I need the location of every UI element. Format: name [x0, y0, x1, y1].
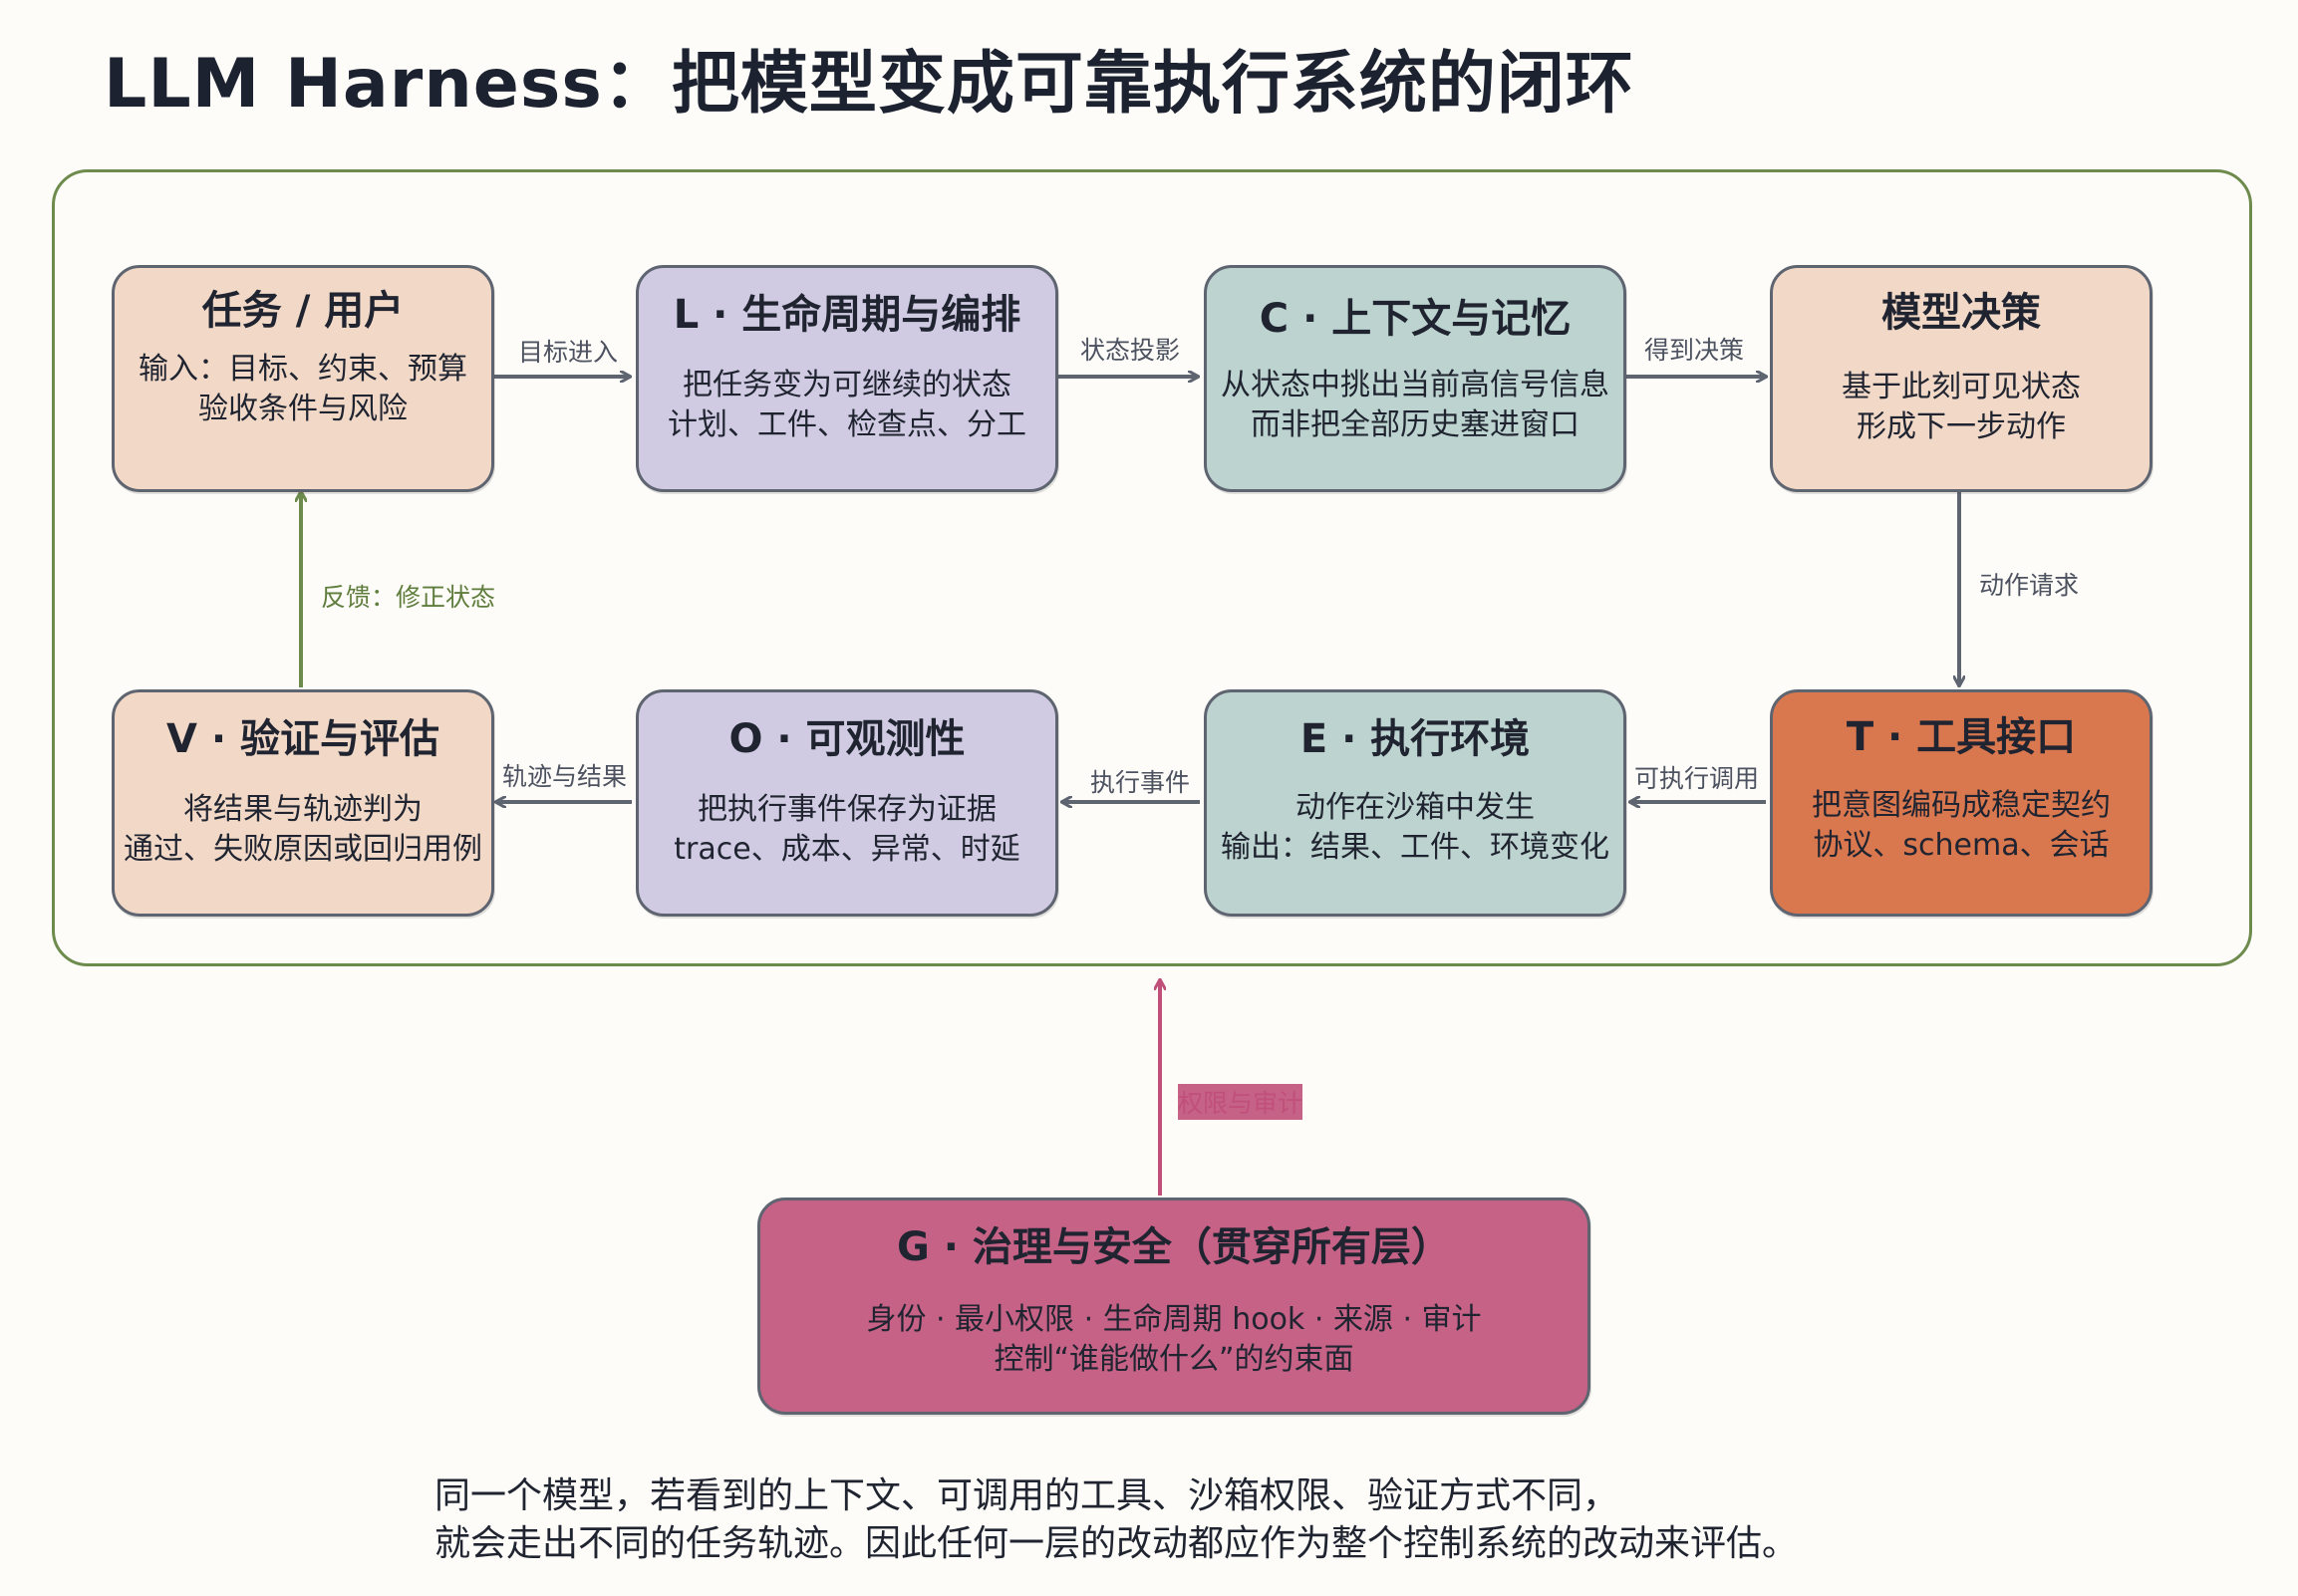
node-title: 模型决策: [1881, 290, 2041, 336]
node-task-user: 任务 / 用户 输入：目标、约束、预算 验收条件与风险: [112, 265, 494, 492]
edge-label-tools-to-exec: 可执行调用: [1634, 764, 1760, 793]
node-line: 协议、schema、会话: [1813, 827, 2110, 863]
harness-loop-frame: [52, 169, 2252, 966]
node-line: 形成下一步动作: [1857, 408, 2066, 444]
edge-label-observe-to-verify: 轨迹与结果: [502, 762, 628, 791]
node-line: 动作在沙箱中发生: [1295, 790, 1535, 825]
node-title: O · 可观测性: [728, 716, 966, 762]
node-line: 从状态中挑出当前高信号信息: [1221, 368, 1609, 402]
node-line: 计划、工件、检查点、分工: [668, 406, 1026, 442]
node-lifecycle: L · 生命周期与编排 把任务变为可继续的状态 计划、工件、检查点、分工: [636, 265, 1058, 492]
node-line: 验收条件与风险: [198, 391, 408, 426]
node-line: 将结果与轨迹判为: [183, 792, 423, 827]
node-title: L · 生命周期与编排: [673, 292, 1021, 338]
node-line: 输入：目标、约束、预算: [139, 352, 467, 387]
node-line: 控制“谁能做什么”的约束面: [994, 1341, 1354, 1377]
caption-line: 同一个模型，若看到的上下文、可调用的工具、沙箱权限、验证方式不同，: [434, 1475, 1619, 1516]
node-governance-security: G · 治理与安全（贯穿所有层） 身份 · 最小权限 · 生命周期 hook ·…: [757, 1197, 1590, 1415]
node-observability: O · 可观测性 把执行事件保存为证据 trace、成本、异常、时延: [636, 689, 1058, 917]
node-context-memory: C · 上下文与记忆 从状态中挑出当前高信号信息 而非把全部历史塞进窗口: [1204, 265, 1626, 492]
node-line: 身份 · 最小权限 · 生命周期 hook · 来源 · 审计: [866, 1302, 1482, 1337]
node-line: 把执行事件保存为证据: [698, 792, 997, 827]
node-model-decision: 模型决策 基于此刻可见状态 形成下一步动作: [1770, 265, 2153, 492]
edge-label-context-to-decision: 得到决策: [1644, 336, 1745, 365]
node-title: C · 上下文与记忆: [1259, 296, 1572, 342]
node-line: 把任务变为可继续的状态: [683, 368, 1011, 402]
node-verify-eval: V · 验证与评估 将结果与轨迹判为 通过、失败原因或回归用例: [112, 689, 494, 917]
edge-label-governance-to-loop: 权限与审计: [1178, 1084, 1303, 1120]
node-title: G · 治理与安全（贯穿所有层）: [897, 1224, 1451, 1270]
node-line: 通过、失败原因或回归用例: [124, 831, 482, 867]
page-title: LLM Harness：把模型变成可靠执行系统的闭环: [104, 45, 1634, 124]
node-line: trace、成本、异常、时延: [674, 831, 1020, 867]
node-title: E · 执行环境: [1299, 716, 1531, 762]
node-title: 任务 / 用户: [201, 288, 405, 334]
node-tool-interface: T · 工具接口 把意图编码成稳定契约 协议、schema、会话: [1770, 689, 2153, 917]
caption-line: 就会走出不同的任务轨迹。因此任何一层的改动都应作为整个控制系统的改动来评估。: [434, 1523, 1799, 1564]
node-line: 输出：结果、工件、环境变化: [1221, 829, 1609, 865]
edge-label-exec-to-observe: 执行事件: [1090, 768, 1191, 797]
bottom-caption: 同一个模型，若看到的上下文、可调用的工具、沙箱权限、验证方式不同， 就会走出不同…: [434, 1472, 1798, 1568]
node-line: 而非把全部历史塞进窗口: [1251, 406, 1580, 442]
node-exec-env: E · 执行环境 动作在沙箱中发生 输出：结果、工件、环境变化: [1204, 689, 1626, 917]
edge-label-lifecycle-to-context: 状态投影: [1080, 336, 1181, 365]
node-title: V · 验证与评估: [165, 716, 439, 762]
node-line: 基于此刻可见状态: [1842, 370, 2081, 404]
edge-label-verify-to-task: 反馈：修正状态: [321, 583, 496, 612]
edge-label-task-to-lifecycle: 目标进入: [518, 338, 619, 367]
node-line: 把意图编码成稳定契约: [1812, 788, 2111, 823]
node-title: T · 工具接口: [1846, 714, 2077, 760]
edge-label-decision-to-tools: 动作请求: [1979, 571, 2080, 600]
